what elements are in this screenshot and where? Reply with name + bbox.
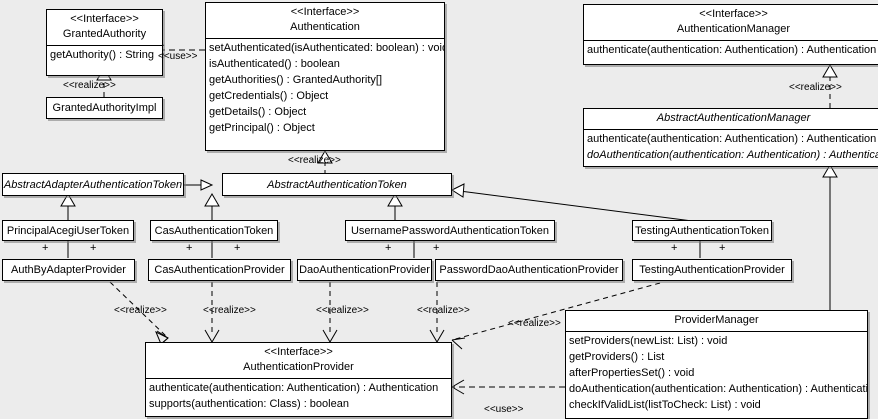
class-name: AuthByAdapterProvider <box>11 264 126 276</box>
class-granted-authority[interactable]: <<Interface>> GrantedAuthority getAuthor… <box>46 9 163 76</box>
operation: authenticate(authentication: Authenticat… <box>587 133 877 145</box>
operation: getAuthorities() : GrantedAuthority[] <box>209 74 383 86</box>
operation: doAuthentication(authentication: Authent… <box>569 383 867 395</box>
multiplicity-plus: + <box>186 242 193 254</box>
operation: getCredentials() : Object <box>209 90 329 102</box>
class-password-dao-authentication-provider[interactable]: PasswordDaoAuthenticationProvider <box>435 259 623 281</box>
label-realize-dao-authentication-provider: <<realize>> <box>316 305 369 316</box>
class-name: AbstractAuthenticationToken <box>267 178 407 191</box>
operation: authenticate(authentication: Authenticat… <box>149 382 439 394</box>
class-authentication-manager[interactable]: <<Interface>> AuthenticationManager auth… <box>583 4 878 65</box>
class-granted-authority-impl[interactable]: GrantedAuthorityImpl <box>46 97 163 119</box>
operations-compartment: setAuthenticated(isAuthenticated: boolea… <box>206 38 444 137</box>
label-realize-cas-authentication-provider: <<realize>> <box>203 305 256 316</box>
operations-compartment: setProviders(newList: List) : void getPr… <box>566 331 867 414</box>
multiplicity-plus: + <box>433 242 440 254</box>
class-testing-authentication-token[interactable]: TestingAuthenticationToken <box>632 220 772 241</box>
class-name: Authentication <box>290 21 360 33</box>
class-provider-manager[interactable]: ProviderManager setProviders(newList: Li… <box>565 310 868 419</box>
class-name: DaoAuthenticationProvider <box>299 264 430 276</box>
class-header: ProviderManager <box>566 311 867 331</box>
class-dao-authentication-provider[interactable]: DaoAuthenticationProvider <box>297 259 432 281</box>
label-realize-abstract-authentication-manager: <<realize>> <box>789 82 842 93</box>
class-name: AbstractAuthenticationManager <box>656 112 811 124</box>
operation: checkIfValidList(listToCheck: List) : vo… <box>569 399 761 411</box>
class-principal-acegi-user-token[interactable]: PrincipalAcegiUserToken <box>2 220 134 241</box>
class-cas-authentication-token[interactable]: CasAuthenticationToken <box>150 220 278 241</box>
operations-compartment: getAuthority() : String <box>47 45 162 64</box>
stereotype-label: <<Interface>> <box>699 8 768 20</box>
stereotype-label: <<Interface>> <box>264 346 333 358</box>
operations-compartment: authenticate(authentication: Authenticat… <box>584 129 878 164</box>
class-authentication-provider[interactable]: <<Interface>> AuthenticationProvider aut… <box>145 342 452 417</box>
class-header: <<Interface>> GrantedAuthority <box>47 10 162 45</box>
label-realize-testing-authentication-provider: <<realize>> <box>508 318 561 329</box>
class-name: UsernamePasswordAuthenticationToken <box>350 224 550 237</box>
operation: getPrincipal() : Object <box>209 122 315 134</box>
operation: setAuthenticated(isAuthenticated: boolea… <box>209 42 444 54</box>
class-header: AbstractAuthenticationManager <box>584 109 878 129</box>
multiplicity-plus: + <box>719 242 726 254</box>
operations-compartment: authenticate(authentication: Authenticat… <box>584 40 878 59</box>
class-name: PrincipalAcegiUserToken <box>6 224 130 237</box>
operation: afterPropertiesSet() : void <box>569 367 695 379</box>
operation: doAuthentication(authentication: Authent… <box>587 149 878 161</box>
class-abstract-adapter-authentication-token[interactable]: AbstractAdapterAuthenticationToken <box>2 173 184 196</box>
label-realize-abstract-authentication-token: <<realize>> <box>288 155 341 166</box>
class-authentication[interactable]: <<Interface>> Authentication setAuthenti… <box>205 2 445 151</box>
multiplicity-plus: + <box>385 242 392 254</box>
label-realize-password-dao-authentication-provider: <<realize>> <box>417 305 470 316</box>
multiplicity-plus: + <box>671 242 678 254</box>
operation: authenticate(authentication: Authenticat… <box>587 44 877 56</box>
class-auth-by-adapter-provider[interactable]: AuthByAdapterProvider <box>2 259 135 281</box>
class-name: AbstractAdapterAuthenticationToken <box>3 178 183 191</box>
multiplicity-plus: + <box>42 242 49 254</box>
operation: getAuthority() : String <box>50 49 154 61</box>
stereotype-label: <<Interface>> <box>70 13 139 25</box>
operation: setProviders(newList: List) : void <box>569 335 728 347</box>
stereotype-label: <<Interface>> <box>290 6 360 18</box>
class-name: AuthenticationManager <box>676 23 791 35</box>
multiplicity-plus: + <box>90 242 97 254</box>
class-abstract-authentication-manager[interactable]: AbstractAuthenticationManager authentica… <box>583 108 878 167</box>
operation: getProviders() : List <box>569 351 665 363</box>
class-cas-authentication-provider[interactable]: CasAuthenticationProvider <box>148 259 291 281</box>
class-header: <<Interface>> AuthenticationManager <box>584 5 878 40</box>
label-use-provider-manager-authentication-provider: <<use>> <box>484 404 524 415</box>
class-abstract-authentication-token[interactable]: AbstractAuthenticationToken <box>222 173 452 196</box>
class-name: AuthenticationProvider <box>243 361 354 373</box>
class-name: CasAuthenticationToken <box>154 224 274 237</box>
operation: isAuthenticated() : boolean <box>209 58 340 70</box>
operation: supports(authentication: Class) : boolea… <box>149 398 349 410</box>
class-username-password-authentication-token[interactable]: UsernamePasswordAuthenticationToken <box>345 220 555 241</box>
label-realize-auth-by-adapter-provider: <<realize>> <box>114 305 167 316</box>
multiplicity-plus: + <box>234 242 241 254</box>
class-name: CasAuthenticationProvider <box>154 264 285 276</box>
class-name: PasswordDaoAuthenticationProvider <box>439 264 619 276</box>
operations-compartment: authenticate(authentication: Authenticat… <box>146 378 451 413</box>
class-testing-authentication-provider[interactable]: TestingAuthenticationProvider <box>632 259 792 281</box>
class-name: ProviderManager <box>674 314 759 326</box>
class-header: <<Interface>> AuthenticationProvider <box>146 343 451 378</box>
operation: getDetails() : Object <box>209 106 307 118</box>
class-name: GrantedAuthority <box>62 28 147 40</box>
class-name: GrantedAuthorityImpl <box>52 102 157 114</box>
label-use-authentication-granted-authority: <<use>> <box>158 51 198 62</box>
class-name: TestingAuthenticationToken <box>635 224 769 237</box>
class-name: TestingAuthenticationProvider <box>639 264 785 276</box>
label-realize-granted-authority-impl: <<realize>> <box>63 80 116 91</box>
class-header: <<Interface>> Authentication <box>206 3 444 38</box>
